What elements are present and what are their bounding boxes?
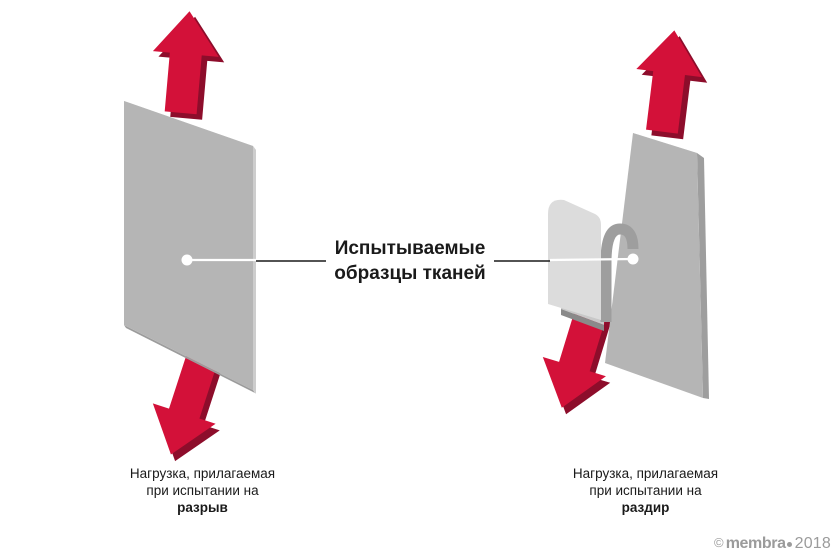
right-caption-prefix: при испытании на xyxy=(589,483,702,498)
copyright-icon: © xyxy=(713,535,724,550)
right-figure-caption: Нагрузка, прилагаемая при испытании на р… xyxy=(548,465,743,516)
center-label-line1: Испытываемые xyxy=(334,238,486,259)
left-caption-line1: Нагрузка, прилагаемая xyxy=(129,466,276,481)
leader-dot xyxy=(627,253,639,265)
brand-name: membra xyxy=(725,535,786,552)
fabric-sample-flat xyxy=(124,101,256,394)
leader-line-white xyxy=(549,257,634,262)
left-caption-line2: при испытании на разрыв xyxy=(105,482,300,516)
center-label-line2: образцы тканей xyxy=(334,263,486,284)
leader-dot xyxy=(181,254,193,266)
left-figure xyxy=(124,8,326,472)
load-up-arrow-icon xyxy=(147,8,229,122)
left-caption-prefix: при испытании на xyxy=(146,483,259,498)
watermark-year: 2018 xyxy=(794,535,831,552)
logo-dot-icon xyxy=(786,542,792,547)
flap-curl-edge xyxy=(600,223,639,322)
right-figure xyxy=(494,26,714,424)
fabric-sample-torn xyxy=(605,133,709,399)
left-caption-keyword: разрыв xyxy=(177,500,228,515)
watermark: ©membra 2018 xyxy=(714,535,831,553)
left-figure-caption: Нагрузка, прилагаемая при испытании на р… xyxy=(105,465,300,516)
right-caption-keyword: раздир xyxy=(621,500,670,515)
load-up-arrow-icon xyxy=(628,26,714,142)
right-caption-line1: Нагрузка, прилагаемая xyxy=(572,466,719,481)
right-caption-line2: при испытании на раздир xyxy=(548,482,743,516)
center-label: Испытываемые образцы тканей xyxy=(322,236,498,286)
